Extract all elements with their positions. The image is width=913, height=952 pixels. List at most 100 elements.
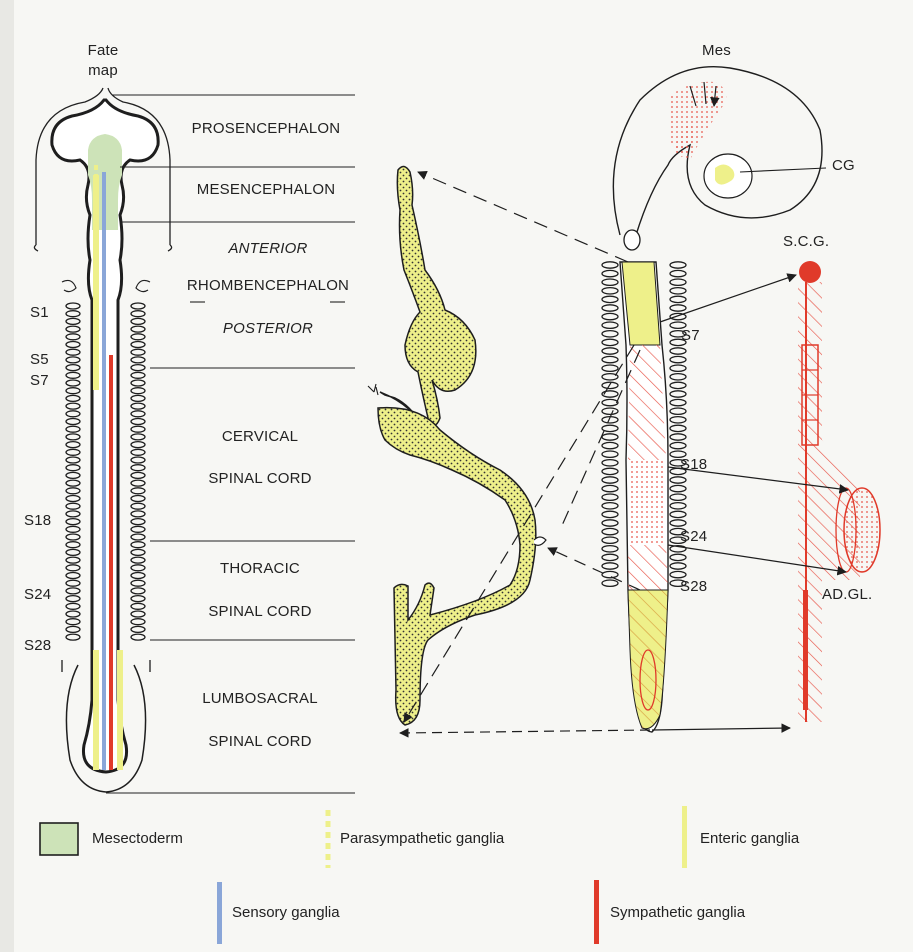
somite	[602, 546, 618, 552]
somite	[131, 411, 145, 417]
somite	[66, 611, 80, 617]
somite	[131, 511, 145, 517]
legend-mesectoderm-swatch	[40, 823, 78, 855]
somite	[66, 596, 80, 602]
somite	[66, 480, 80, 486]
somite	[66, 388, 80, 394]
somite	[670, 477, 686, 483]
somite	[602, 262, 618, 268]
somite	[670, 348, 686, 354]
somite	[66, 634, 80, 640]
somite	[131, 318, 145, 324]
somite	[131, 395, 145, 401]
somite	[66, 442, 80, 448]
somite	[131, 342, 145, 348]
label-cervical-sub: SPINAL CORD	[208, 470, 311, 487]
somite	[602, 339, 618, 345]
gut-diagram	[368, 166, 546, 725]
somite	[602, 468, 618, 474]
label-thoracic: THORACIC	[220, 560, 300, 577]
somite	[66, 303, 80, 309]
label-scg: S.C.G.	[783, 233, 829, 250]
somite	[66, 519, 80, 525]
somite	[602, 511, 618, 517]
somite	[670, 296, 686, 302]
somite	[602, 460, 618, 466]
somite	[131, 403, 145, 409]
embryo-label-s28: S28	[680, 578, 707, 595]
label-cervical: CERVICAL	[222, 428, 298, 445]
somite	[602, 288, 618, 294]
legend-sensory-swatch	[217, 882, 222, 944]
somite	[131, 573, 145, 579]
somite	[131, 380, 145, 386]
somite	[670, 503, 686, 509]
somite	[66, 465, 80, 471]
somite	[66, 472, 80, 478]
legend-enteric-label: Enteric ganglia	[700, 830, 799, 847]
somite	[602, 563, 618, 569]
somite	[131, 434, 145, 440]
somite	[131, 349, 145, 355]
somite	[602, 528, 618, 534]
somite	[670, 365, 686, 371]
somite	[670, 520, 686, 526]
somite	[131, 534, 145, 540]
somite	[670, 356, 686, 362]
somite	[602, 313, 618, 319]
somite	[131, 549, 145, 555]
somite	[66, 588, 80, 594]
somite	[131, 596, 145, 602]
sympathetic-chain	[798, 261, 880, 722]
somite-label-s1: S1	[30, 304, 49, 321]
somite	[66, 349, 80, 355]
somite	[670, 554, 686, 560]
somite	[602, 434, 618, 440]
somite	[602, 503, 618, 509]
somite	[66, 526, 80, 532]
somite	[670, 571, 686, 577]
somite-label-s24: S24	[24, 586, 51, 603]
legend-parasympathetic-label: Parasympathetic ganglia	[340, 830, 504, 847]
somite	[602, 537, 618, 543]
somite	[131, 619, 145, 625]
somite	[66, 457, 80, 463]
somite	[602, 331, 618, 337]
somite	[66, 449, 80, 455]
somite	[66, 357, 80, 363]
somite	[131, 372, 145, 378]
somite	[670, 391, 686, 397]
somite	[66, 380, 80, 386]
somite	[602, 305, 618, 311]
somite-label-s5: S5	[30, 351, 49, 368]
embryo-somites-left	[602, 262, 618, 587]
somite	[131, 311, 145, 317]
somite	[66, 311, 80, 317]
somite	[602, 442, 618, 448]
label-posterior: POSTERIOR	[223, 320, 313, 337]
fate-map-title-1: Fate	[88, 42, 119, 59]
label-mesencephalon: MESENCEPHALON	[197, 181, 335, 198]
somite	[66, 619, 80, 625]
somite	[66, 496, 80, 502]
label-thoracic-sub: SPINAL CORD	[208, 603, 311, 620]
somite	[131, 442, 145, 448]
somite	[131, 634, 145, 640]
somite	[66, 580, 80, 586]
somite	[602, 322, 618, 328]
somite	[602, 494, 618, 500]
somite	[602, 296, 618, 302]
somite	[670, 288, 686, 294]
somite	[670, 279, 686, 285]
somite	[66, 603, 80, 609]
label-lumbosacral-sub: SPINAL CORD	[208, 733, 311, 750]
somite	[670, 434, 686, 440]
somite	[131, 603, 145, 609]
somite	[670, 425, 686, 431]
somite	[131, 303, 145, 309]
somite	[602, 554, 618, 560]
embryo-label-s24: S24	[680, 528, 707, 545]
somite	[131, 449, 145, 455]
somite	[66, 488, 80, 494]
embryo-diagram	[602, 67, 822, 732]
